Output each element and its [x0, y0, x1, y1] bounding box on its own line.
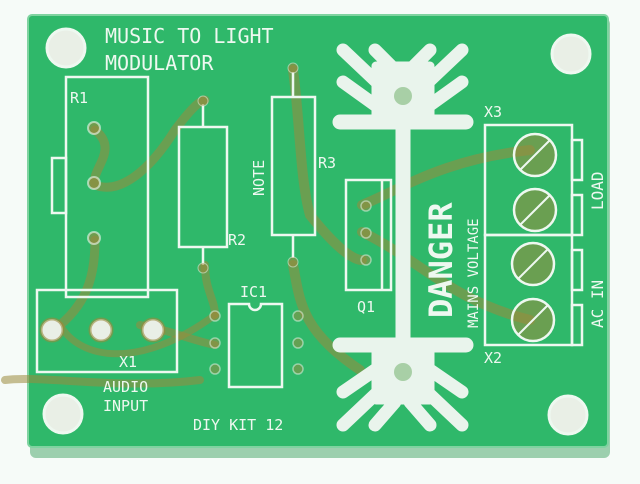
r2-outline	[177, 104, 229, 265]
audio-input-line1: AUDIO	[103, 378, 148, 396]
ac-in-label: AC IN	[588, 280, 607, 328]
x2-label: X2	[484, 349, 502, 367]
r3-outline	[270, 72, 317, 258]
danger-label: DANGER	[422, 202, 460, 318]
screw-terminal	[512, 187, 558, 233]
r2-label: R2	[228, 231, 246, 249]
title-line1: MUSIC TO LIGHT	[105, 24, 274, 48]
r1-pads	[87, 121, 101, 245]
x1-outline	[35, 288, 179, 374]
r3-label: R3	[318, 154, 336, 172]
screw-terminal	[510, 241, 556, 287]
terminal-screws	[510, 132, 558, 343]
r2-pad-bottom	[197, 262, 209, 274]
r2-pad-top	[197, 95, 209, 107]
x3-label: X3	[484, 103, 502, 121]
r3-pad-top	[287, 62, 299, 74]
screw-terminal	[510, 297, 556, 343]
r3-pad-bottom	[287, 256, 299, 268]
x1-pads	[39, 317, 166, 343]
ic1-pads	[209, 310, 304, 375]
q1-outline	[344, 178, 393, 292]
note-label: NOTE	[250, 160, 268, 196]
heatsink-hole-top	[394, 87, 412, 105]
r1-label: R1	[70, 89, 88, 107]
screw-terminal	[512, 132, 558, 178]
audio-input-line2: INPUT	[103, 397, 148, 415]
mounting-hole-top-left	[45, 27, 87, 69]
load-label: LOAD	[588, 171, 607, 210]
mounting-hole-top-right	[550, 33, 592, 75]
mounting-holes	[42, 27, 592, 436]
r1-outline	[50, 75, 150, 299]
kit-label: DIY KIT 12	[193, 416, 283, 434]
terminal-block-outline	[483, 123, 584, 347]
mains-voltage-label: MAINS VOLTAGE	[466, 218, 482, 328]
ic1-outline	[227, 302, 284, 389]
mounting-hole-bottom-left	[42, 393, 84, 435]
q1-label: Q1	[357, 298, 375, 316]
q1-pads	[360, 200, 372, 266]
ic1-label: IC1	[240, 283, 267, 301]
x1-label: X1	[119, 353, 137, 371]
heatsink-hole-bottom	[394, 363, 412, 381]
title-line2: MODULATOR	[105, 51, 214, 75]
mounting-hole-bottom-right	[547, 394, 589, 436]
